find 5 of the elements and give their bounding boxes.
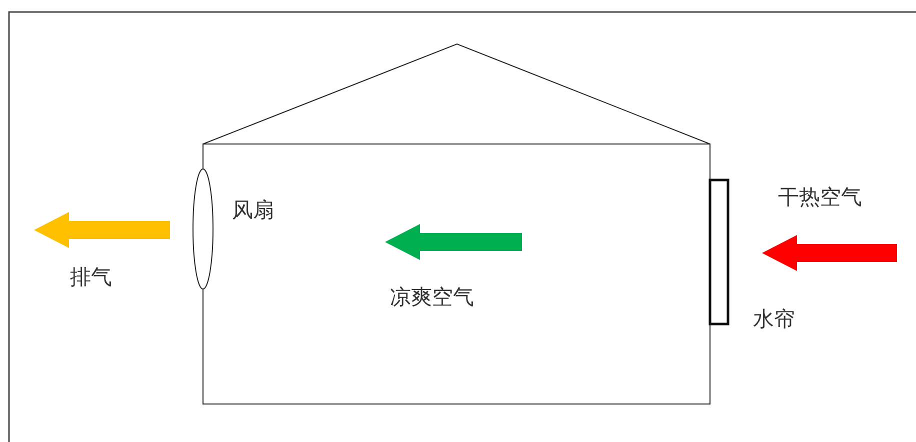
text-label: 水帘 bbox=[753, 306, 795, 332]
text-label: 凉爽空气 bbox=[390, 284, 474, 310]
text-label: 风扇 bbox=[232, 197, 274, 223]
text-label: 排气 bbox=[70, 264, 112, 290]
text-label: 干热空气 bbox=[778, 184, 862, 210]
